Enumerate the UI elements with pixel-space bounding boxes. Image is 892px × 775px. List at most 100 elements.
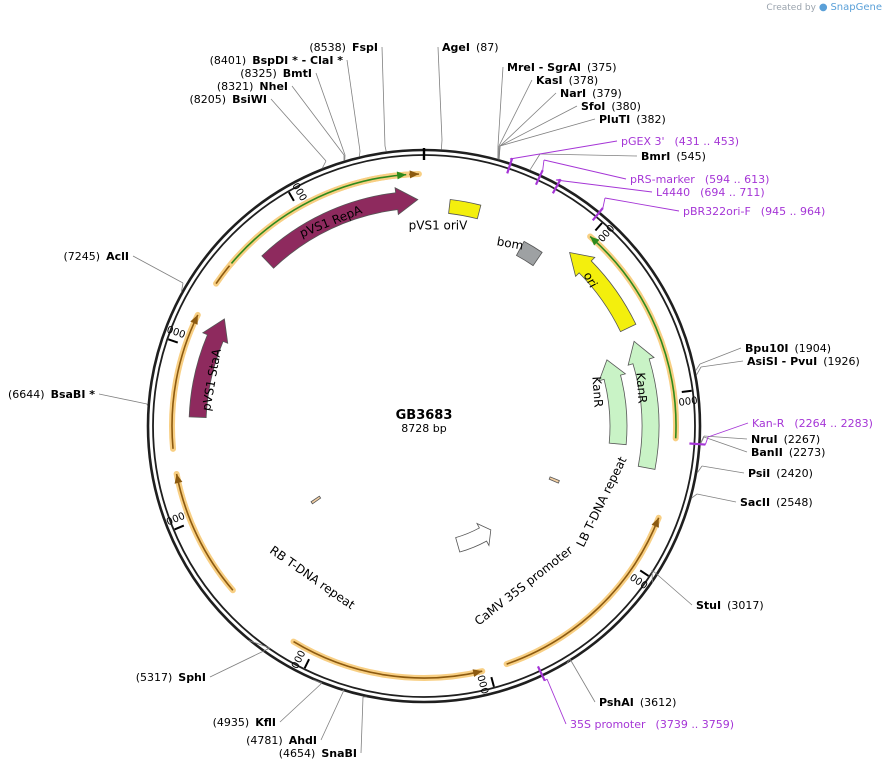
enzyme-label: (8321)NheI (217, 80, 288, 93)
primer-mark (506, 157, 514, 174)
primer-name: Kan-R (752, 417, 785, 430)
orf-line (589, 235, 677, 439)
enzyme-site-line (248, 639, 271, 649)
enzyme-position: (2273) (789, 446, 826, 459)
tick-mark (490, 676, 495, 688)
feature-label: RB T-DNA repeat (267, 543, 357, 612)
enzyme-site-line (696, 465, 703, 474)
enzyme-label: Bpu10I (1904) (745, 342, 831, 355)
credit-prefix: Created by (766, 3, 816, 13)
enzyme-position: (4935) (213, 716, 250, 729)
primer-label: 35S promoter(3739 .. 3759) (570, 718, 734, 731)
feature-shape (627, 340, 660, 470)
orf-line (293, 640, 483, 679)
enzyme-label: BmrI(545) (641, 150, 706, 163)
primer-range: (945 .. 964) (761, 205, 826, 218)
enzyme-position: (1904) (795, 342, 832, 355)
enzyme-label: NruI (2267) (751, 433, 820, 446)
feature-label: CaMV 35S promoter (472, 543, 576, 628)
feature-shape (448, 199, 482, 220)
primer-range: (694 .. 711) (700, 186, 765, 199)
tick-label: 2000 (672, 395, 699, 409)
enzyme-site-line (498, 145, 501, 160)
enzyme-position: (2267) (784, 433, 821, 446)
enzyme-leader-line (315, 72, 346, 156)
enzyme-name: AclI (106, 250, 129, 263)
enzyme-label: NarI(379) (560, 87, 622, 100)
enzyme-name: BsiWI (232, 93, 267, 106)
enzyme-leader-line (437, 46, 443, 141)
enzyme-leader-line (699, 347, 742, 365)
feature-label: LB T-DNA repeat (574, 454, 630, 549)
enzyme-leader-line (291, 85, 345, 156)
orf-line (171, 314, 199, 449)
orf-line (506, 517, 660, 665)
primer-leader-line (602, 197, 606, 209)
primer-leader-line (604, 197, 680, 212)
enzyme-leader-line (320, 689, 345, 741)
enzyme-name: KflI (255, 716, 276, 729)
enzyme-label: BanII (2273) (751, 446, 825, 459)
enzyme-leader-line (98, 393, 148, 405)
orf-arrowhead (190, 314, 198, 325)
enzyme-label: StuI(3017) (696, 599, 764, 612)
enzyme-position: (8325) (240, 67, 277, 80)
tick-mark (594, 222, 603, 232)
enzyme-label: (8205)BsiWI (189, 93, 267, 106)
enzyme-position: (379) (592, 87, 622, 100)
enzyme-position: (2420) (776, 467, 813, 480)
feature-label: pVS1 oriV (409, 219, 469, 233)
enzyme-leader-line (499, 105, 578, 147)
orf-glow (290, 638, 486, 681)
enzyme-position: (380) (611, 100, 641, 113)
primer-leader-line (707, 422, 749, 438)
orf-arrowhead (174, 473, 183, 484)
primer-leader-line (704, 436, 709, 445)
primer-leader-line (546, 678, 567, 725)
enzyme-leader-line (569, 658, 596, 703)
enzyme-label: MreI - SgrAI(375) (507, 61, 617, 74)
enzyme-leader-line (279, 682, 323, 723)
primer-sites: pGEX 3' (431 .. 453) pRS-marker(594 .. 613… (506, 135, 873, 731)
enzyme-label: AsiSI - PvuI (1926) (747, 355, 860, 368)
enzyme-name: BanII (751, 446, 783, 459)
primer-label: pRS-marker(594 .. 613) (630, 173, 769, 186)
tick-mark (639, 569, 650, 577)
primer-mark (536, 665, 546, 682)
enzyme-position: (1926) (823, 355, 860, 368)
enzyme-label: (5317)SphI (136, 671, 206, 684)
primer-range: (594 .. 613) (705, 173, 770, 186)
enzyme-site-line (700, 435, 705, 444)
enzyme-site-line (529, 153, 541, 171)
enzyme-label: KasI(378) (536, 74, 598, 87)
enzyme-position: (382) (636, 113, 666, 126)
enzyme-name: SphI (178, 671, 206, 684)
primer-range: (431 .. 453) (675, 135, 740, 148)
enzyme-label: (4781)AhdI (246, 734, 317, 747)
enzyme-name: AsiSI - PvuI (747, 355, 817, 368)
enzyme-site-line (695, 366, 702, 376)
credit-brand: SnapGene (830, 2, 882, 13)
feature-shape (188, 318, 229, 418)
enzyme-leader-line (346, 59, 361, 152)
primer-mark (689, 442, 706, 446)
restriction-sites: AgeI(87)MreI - SgrAI(375)KasI(378)NarI(3… (8, 41, 860, 760)
primer-name: pGEX 3' (621, 135, 665, 148)
primer-mark (591, 207, 604, 222)
enzyme-name: FspI (352, 41, 378, 54)
primer-name: 35S promoter (570, 718, 646, 731)
enzyme-name: Bpu10I (745, 342, 789, 355)
enzyme-leader-line (209, 647, 271, 678)
enzyme-leader-line (703, 436, 748, 453)
enzyme-position: (375) (587, 61, 617, 74)
enzyme-leader-line (360, 696, 364, 754)
enzyme-position: (4781) (246, 734, 283, 747)
feature-label: KanR (633, 372, 649, 404)
enzyme-leader-line (701, 465, 745, 474)
primer-leader-line (555, 179, 653, 193)
enzyme-name: BspDI * - ClaI * (252, 54, 343, 67)
enzyme-label: PsiI(2420) (748, 467, 813, 480)
enzyme-name: NruI (751, 433, 778, 446)
feature-label: KanR (589, 376, 605, 408)
